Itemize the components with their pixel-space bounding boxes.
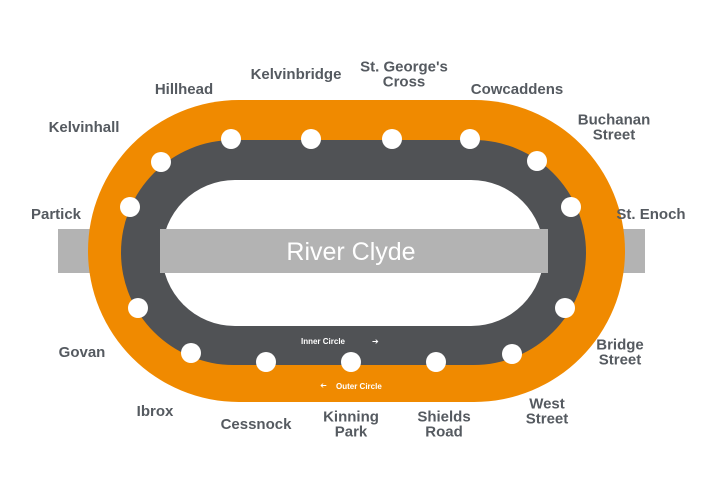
station-label-line: Street <box>593 127 636 144</box>
station-marker-cessnock[interactable] <box>341 352 361 372</box>
station-label-kelvinbridge: Kelvinbridge <box>251 66 342 83</box>
station-label-ibrox: Ibrox <box>137 403 174 420</box>
station-label-line: Street <box>599 352 642 369</box>
station-label-line: Park <box>335 424 368 441</box>
station-label-cowcaddens: Cowcaddens <box>471 81 564 98</box>
station-label-line: Partick <box>31 206 82 223</box>
station-label-line: Road <box>425 424 463 441</box>
right-arrow-icon: ➔ <box>372 337 379 346</box>
left-arrow-icon: ➔ <box>320 381 327 390</box>
station-label-line: Buchanan <box>578 112 651 129</box>
station-marker-kelvinbridge[interactable] <box>221 129 241 149</box>
river-label: River Clyde <box>286 238 415 266</box>
station-marker-west-street[interactable] <box>555 298 575 318</box>
station-marker-st-enoch[interactable] <box>527 151 547 171</box>
station-label-line: Cross <box>383 74 426 91</box>
outer-circle-label: Outer Circle <box>336 382 382 391</box>
station-label-line: Kinning <box>323 409 379 426</box>
station-marker-cowcaddens[interactable] <box>382 129 402 149</box>
station-markers <box>120 129 581 372</box>
station-label-line: St. George's <box>360 59 448 76</box>
station-label-line: Hillhead <box>155 81 213 98</box>
station-marker-kelvinhall[interactable] <box>120 197 140 217</box>
station-marker-partick[interactable] <box>128 298 148 318</box>
station-label-hillhead: Hillhead <box>155 81 213 98</box>
station-label-line: Govan <box>59 344 106 361</box>
station-label-line: Shields <box>417 409 470 426</box>
station-label-line: Bridge <box>596 337 644 354</box>
station-marker-hillhead[interactable] <box>151 152 171 172</box>
station-marker-govan[interactable] <box>181 343 201 363</box>
station-label-line: West <box>529 396 565 413</box>
inner-circle-indicator: Inner Circle ➔ <box>301 337 379 346</box>
station-label-line: Kelvinhall <box>49 119 120 136</box>
station-marker-bridge-street[interactable] <box>561 197 581 217</box>
outer-circle-indicator: ➔ Outer Circle <box>320 381 383 391</box>
station-label-st-enoch: St. Enoch <box>616 206 685 223</box>
station-label-line: Cessnock <box>221 416 293 433</box>
station-label-partick: Partick <box>31 206 82 223</box>
station-label-cessnock: Cessnock <box>221 416 293 433</box>
station-marker-st-george-s-cross[interactable] <box>301 129 321 149</box>
station-label-kelvinhall: Kelvinhall <box>49 119 120 136</box>
station-label-line: St. Enoch <box>616 206 685 223</box>
station-label-govan: Govan <box>59 344 106 361</box>
station-label-line: Ibrox <box>137 403 174 420</box>
station-label-line: Cowcaddens <box>471 81 564 98</box>
station-label-line: Kelvinbridge <box>251 66 342 83</box>
river-center-band <box>160 229 548 273</box>
station-marker-buchanan-street[interactable] <box>460 129 480 149</box>
station-marker-ibrox[interactable] <box>256 352 276 372</box>
inner-circle-label: Inner Circle <box>301 337 346 346</box>
station-label-line: Street <box>526 411 569 428</box>
station-marker-shields-road[interactable] <box>502 344 522 364</box>
station-marker-kinning-park[interactable] <box>426 352 446 372</box>
